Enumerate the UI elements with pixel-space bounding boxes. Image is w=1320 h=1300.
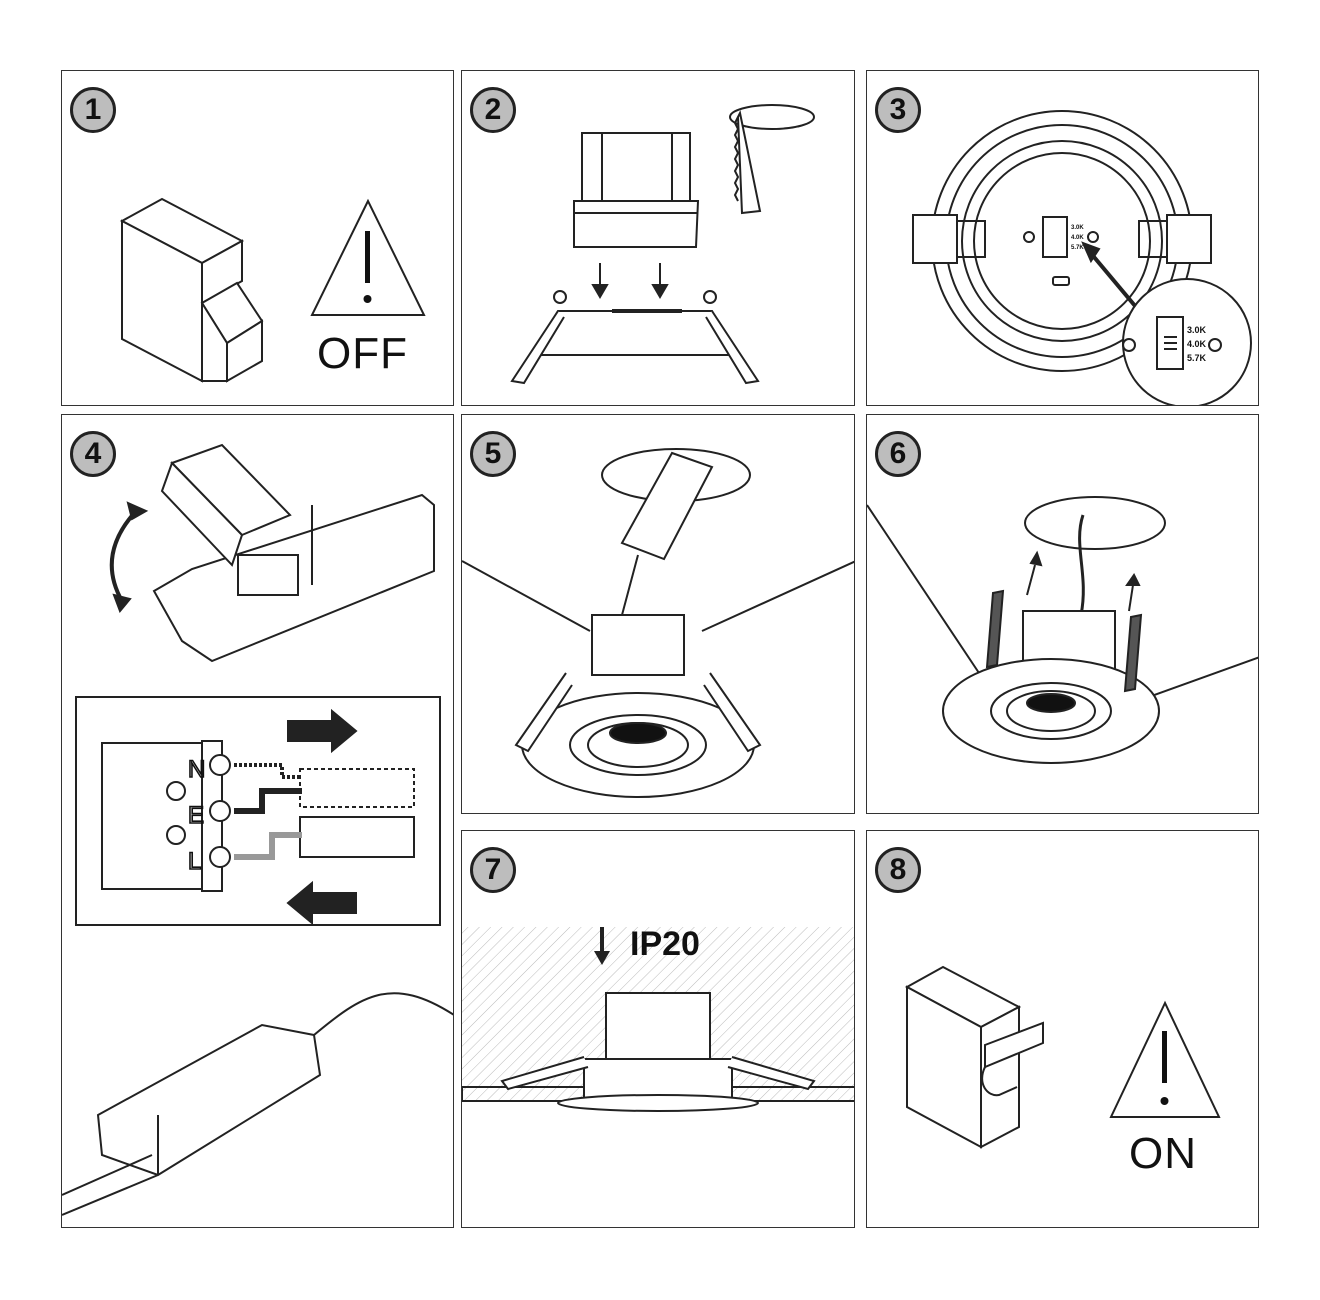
step-7-panel: 7 IP20 <box>461 830 855 1228</box>
step-3-panel: 3 3.0K 4.0K 5.7K 3.0K <box>866 70 1259 406</box>
cct-label-1: 3.0K <box>1187 325 1207 335</box>
on-label: ON <box>1129 1129 1197 1178</box>
terminal-label-e: E <box>188 802 204 829</box>
breaker-off-illustration <box>119 197 264 383</box>
terminal-label-n: N <box>188 756 205 783</box>
step-4-badge: 4 <box>70 431 116 477</box>
step-8-panel: 8 ON <box>866 830 1259 1228</box>
connector-wiring-illustration: N E L <box>62 443 453 1216</box>
insert-luminaire-illustration <box>462 448 854 798</box>
cct-label-3: 5.7K <box>1187 353 1207 363</box>
breaker-on-illustration <box>904 965 1044 1149</box>
step-1-badge: 1 <box>70 87 116 133</box>
step-1-panel: 1 OFF <box>61 70 454 406</box>
off-label: OFF <box>317 329 408 378</box>
step-5-panel: 5 <box>461 414 855 814</box>
cct-small-label-2: 4.0K <box>1071 235 1084 241</box>
step-7-badge: 7 <box>470 847 516 893</box>
spring-clips-illustration <box>867 496 1258 764</box>
step-8-badge: 8 <box>875 847 921 893</box>
step-3-badge: 3 <box>875 87 921 133</box>
ip-rating-label: IP20 <box>630 925 700 963</box>
warning-triangle-icon <box>310 198 426 316</box>
step-6-badge: 6 <box>875 431 921 477</box>
warning-triangle-icon <box>1109 1000 1221 1118</box>
cct-small-label-1: 3.0K <box>1071 225 1084 231</box>
cct-label-2: 4.0K <box>1187 339 1207 349</box>
step-2-panel: 2 <box>461 70 855 406</box>
step-4-panel: 4 <box>61 414 454 1228</box>
cct-small-label-3: 5.7K <box>1071 245 1084 251</box>
installed-luminaire-illustration <box>462 927 854 1112</box>
driver-and-housing-illustration <box>510 104 815 385</box>
step-6-panel: 6 <box>866 414 1259 814</box>
step-5-badge: 5 <box>470 431 516 477</box>
cct-switch-illustration: 3.0K 4.0K 5.7K 3.0K 4.0K 5.7K <box>912 110 1252 405</box>
terminal-label-l: L <box>188 848 201 875</box>
step-2-badge: 2 <box>470 87 516 133</box>
